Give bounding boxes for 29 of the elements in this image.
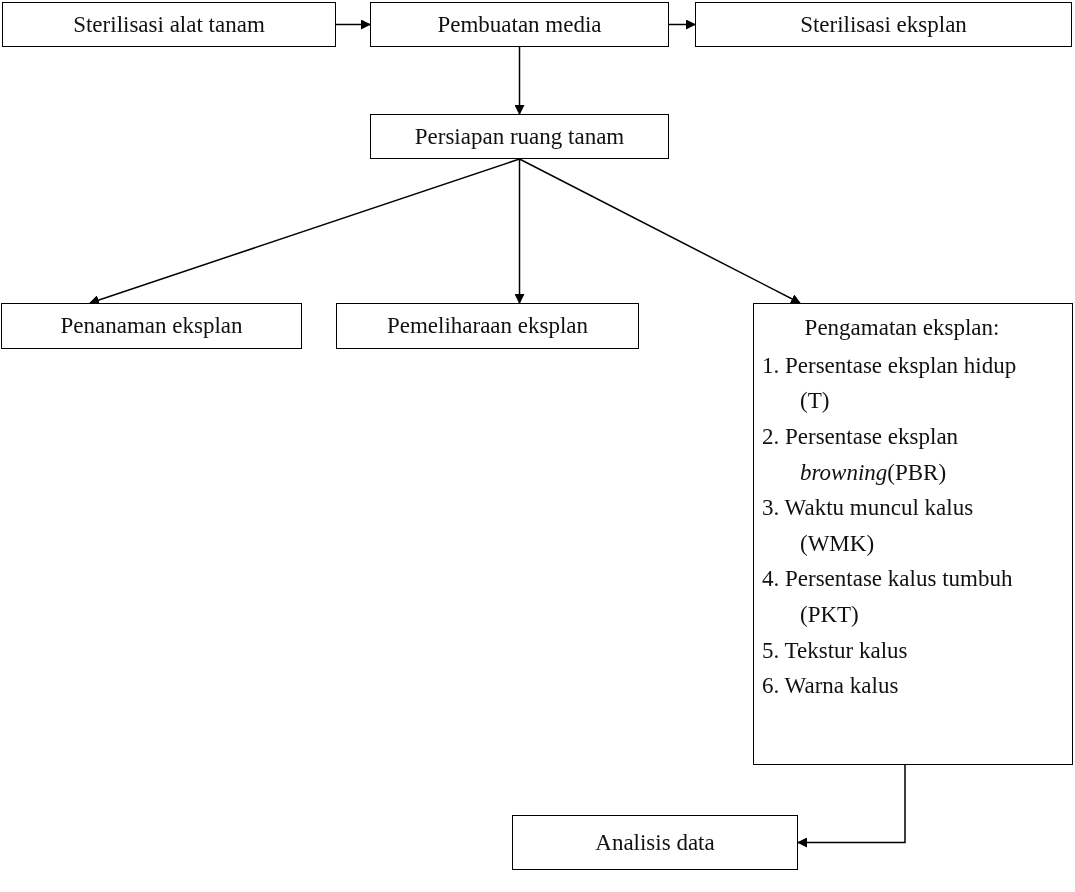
arrow	[797, 764, 906, 848]
list-item: 2. Persentase eksplan browning(PBR)	[762, 422, 960, 487]
box-label: Sterilisasi alat tanam	[73, 10, 265, 39]
list-item: 6. Warna kalus	[762, 672, 900, 701]
process-box	[512, 815, 798, 870]
box-label: Pemeliharaan eksplan	[386, 312, 589, 341]
box-label: Pengamatan eksplan:	[803, 314, 1001, 342]
arrow	[518, 158, 801, 304]
list-item: 3. Waktu muncul kalus (WMK)	[762, 494, 975, 558]
box-label: Analisis data	[595, 828, 715, 857]
process-box	[1, 303, 302, 349]
arrow	[668, 19, 696, 30]
process-box	[370, 114, 669, 159]
arrow	[335, 19, 371, 30]
box-label: Pembuatan media	[437, 10, 602, 39]
process-box	[336, 303, 639, 349]
arrow	[89, 158, 521, 305]
list-item: 4. Persentase kalus tumbuh (PKT)	[762, 565, 1014, 630]
box-label: Persiapan ruang tanam	[414, 122, 625, 151]
box-label: Penanaman eksplan	[60, 312, 243, 341]
process-box	[695, 2, 1072, 47]
box-label: Sterilisasi eksplan	[800, 10, 967, 39]
arrow	[514, 158, 525, 304]
arrow	[514, 46, 525, 115]
process-box	[2, 2, 336, 47]
list-item: 5. Tekstur kalus	[762, 636, 909, 665]
process-box	[370, 2, 669, 47]
list-item: 1. Persentase eksplan hidup (T)	[762, 351, 1018, 416]
process-box	[753, 303, 1073, 765]
